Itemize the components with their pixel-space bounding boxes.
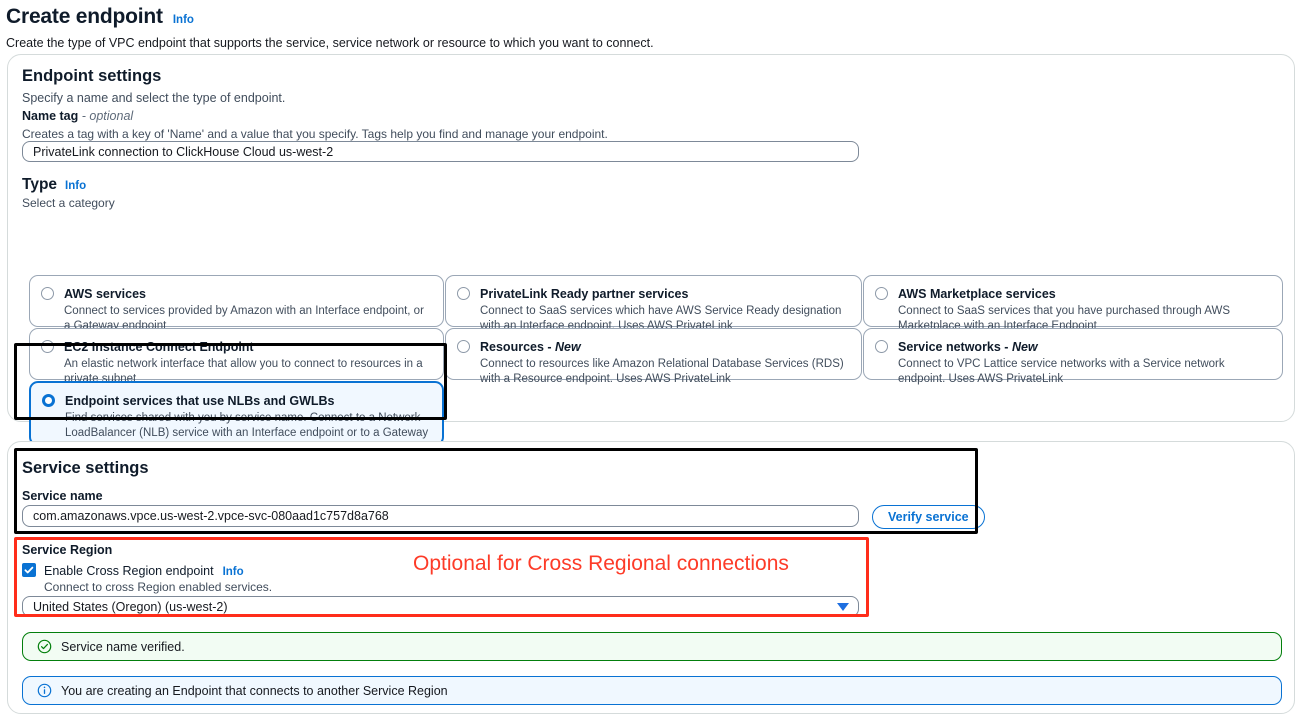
option-title: PrivateLink Ready partner services — [480, 287, 689, 301]
type-sub: Select a category — [22, 196, 115, 210]
endpoint-settings-card: Endpoint settings Specify a name and sel… — [7, 54, 1295, 453]
option-title: AWS services — [64, 287, 146, 301]
service-region-selected-value: United States (Oregon) (us-west-2) — [33, 599, 228, 614]
name-tag-optional-suffix: - optional — [81, 109, 134, 123]
radio-icon[interactable] — [457, 340, 470, 353]
name-tag-input-value: PrivateLink connection to ClickHouse Clo… — [33, 144, 334, 159]
service-region-block: Service Region Enable Cross Region endpo… — [22, 542, 272, 595]
option-title: AWS Marketplace services — [898, 287, 1056, 301]
endpoint-type-option-ec2-instance-connect-endpoint[interactable]: EC2 Instance Connect Endpoint An elastic… — [29, 328, 444, 385]
radio-icon[interactable] — [41, 340, 54, 353]
type-label: Type — [22, 176, 58, 193]
option-title: Resources - New — [480, 340, 581, 354]
page-title: Create endpoint — [6, 5, 163, 28]
name-tag-label-text: Name tag — [22, 109, 79, 123]
service-settings-title: Service settings — [22, 459, 149, 477]
endpoint-type-option-aws-marketplace-services[interactable]: AWS Marketplace services Connect to SaaS… — [863, 275, 1283, 332]
page-title-row: Create endpoint Info — [6, 4, 1304, 30]
option-badge-new: New — [1011, 340, 1038, 354]
alert-cross-region-info: You are creating an Endpoint that connec… — [22, 676, 1282, 705]
endpoint-type-option-resources[interactable]: Resources - New Connect to resources lik… — [445, 328, 862, 385]
alert-success-text: Service name verified. — [61, 639, 185, 654]
cross-region-info-link[interactable]: Info — [222, 566, 244, 578]
endpoint-settings-subtitle: Specify a name and select the type of en… — [22, 91, 286, 105]
endpoint-type-radio-group: AWS services Connect to services provide… — [29, 275, 1287, 453]
endpoint-type-option-service-networks[interactable]: Service networks - New Connect to VPC La… — [863, 328, 1283, 385]
endpoint-type-row-3: Endpoint services that use NLBs and GWLB… — [29, 381, 1287, 453]
endpoint-type-option-endpoint-services-nlb-gwlb[interactable]: Endpoint services that use NLBs and GWLB… — [29, 381, 444, 453]
page-info-link[interactable]: Info — [172, 14, 194, 26]
verify-service-button[interactable]: Verify service — [872, 505, 985, 529]
enable-cross-region-label[interactable]: Enable Cross Region endpoint — [44, 564, 214, 578]
enable-cross-region-checkbox[interactable] — [22, 563, 36, 577]
endpoint-settings-title: Endpoint settings — [22, 67, 162, 85]
option-title-text: Resources - — [480, 340, 556, 354]
radio-icon[interactable] — [457, 287, 470, 300]
service-settings-card: Service settings Service name com.amazon… — [7, 441, 1295, 714]
alert-service-name-verified: Service name verified. — [22, 632, 1282, 661]
name-tag-field-group: Name tag - optional Creates a tag with a… — [22, 108, 608, 142]
chevron-down-icon[interactable] — [837, 602, 849, 611]
service-region-label: Service Region — [22, 543, 113, 557]
type-heading-block: Type Info Select a category — [22, 175, 115, 211]
cross-region-checkbox-row: Enable Cross Region endpoint Info Connec… — [22, 563, 272, 595]
option-title: EC2 Instance Connect Endpoint — [64, 340, 254, 354]
annotation-label-optional-cross-region: Optional for Cross Regional connections — [413, 552, 789, 575]
endpoint-type-row-2: EC2 Instance Connect Endpoint An elastic… — [29, 328, 1287, 385]
option-description: Connect to VPC Lattice service networks … — [898, 358, 1225, 385]
option-description: Connect to resources like Amazon Relatio… — [480, 358, 844, 385]
radio-icon[interactable] — [41, 287, 54, 300]
service-region-select[interactable]: United States (Oregon) (us-west-2) — [22, 596, 859, 617]
endpoint-type-row-1: AWS services Connect to services provide… — [29, 275, 1287, 332]
endpoint-type-option-privatelink-ready-partner-services[interactable]: PrivateLink Ready partner services Conne… — [445, 275, 862, 332]
service-name-input-value: com.amazonaws.vpce.us-west-2.vpce-svc-08… — [33, 509, 389, 523]
name-tag-hint: Creates a tag with a key of 'Name' and a… — [22, 127, 608, 141]
endpoint-settings-heading-block: Endpoint settings Specify a name and sel… — [22, 66, 285, 106]
info-circle-icon — [37, 683, 52, 698]
option-title: Endpoint services that use NLBs and GWLB… — [65, 394, 335, 408]
page-description: Create the type of VPC endpoint that sup… — [6, 36, 654, 50]
service-name-input[interactable]: com.amazonaws.vpce.us-west-2.vpce-svc-08… — [22, 505, 859, 527]
page-header: Create endpoint Info Create the type of … — [0, 0, 1304, 51]
enable-cross-region-hint: Connect to cross Region enabled services… — [44, 580, 273, 594]
endpoint-type-option-aws-services[interactable]: AWS services Connect to services provide… — [29, 275, 444, 332]
option-title: Service networks - New — [898, 340, 1038, 354]
radio-icon[interactable] — [875, 287, 888, 300]
radio-icon[interactable] — [875, 340, 888, 353]
option-badge-new: New — [555, 340, 581, 354]
type-info-link[interactable]: Info — [65, 180, 87, 192]
alert-info-text: You are creating an Endpoint that connec… — [61, 683, 448, 698]
name-tag-label: Name tag - optional — [22, 108, 608, 124]
name-tag-input[interactable]: PrivateLink connection to ClickHouse Clo… — [22, 141, 859, 162]
service-name-label: Service name — [22, 489, 103, 503]
check-circle-icon — [37, 639, 52, 654]
option-title-text: Service networks - — [898, 340, 1012, 354]
radio-icon-selected[interactable] — [42, 394, 55, 407]
